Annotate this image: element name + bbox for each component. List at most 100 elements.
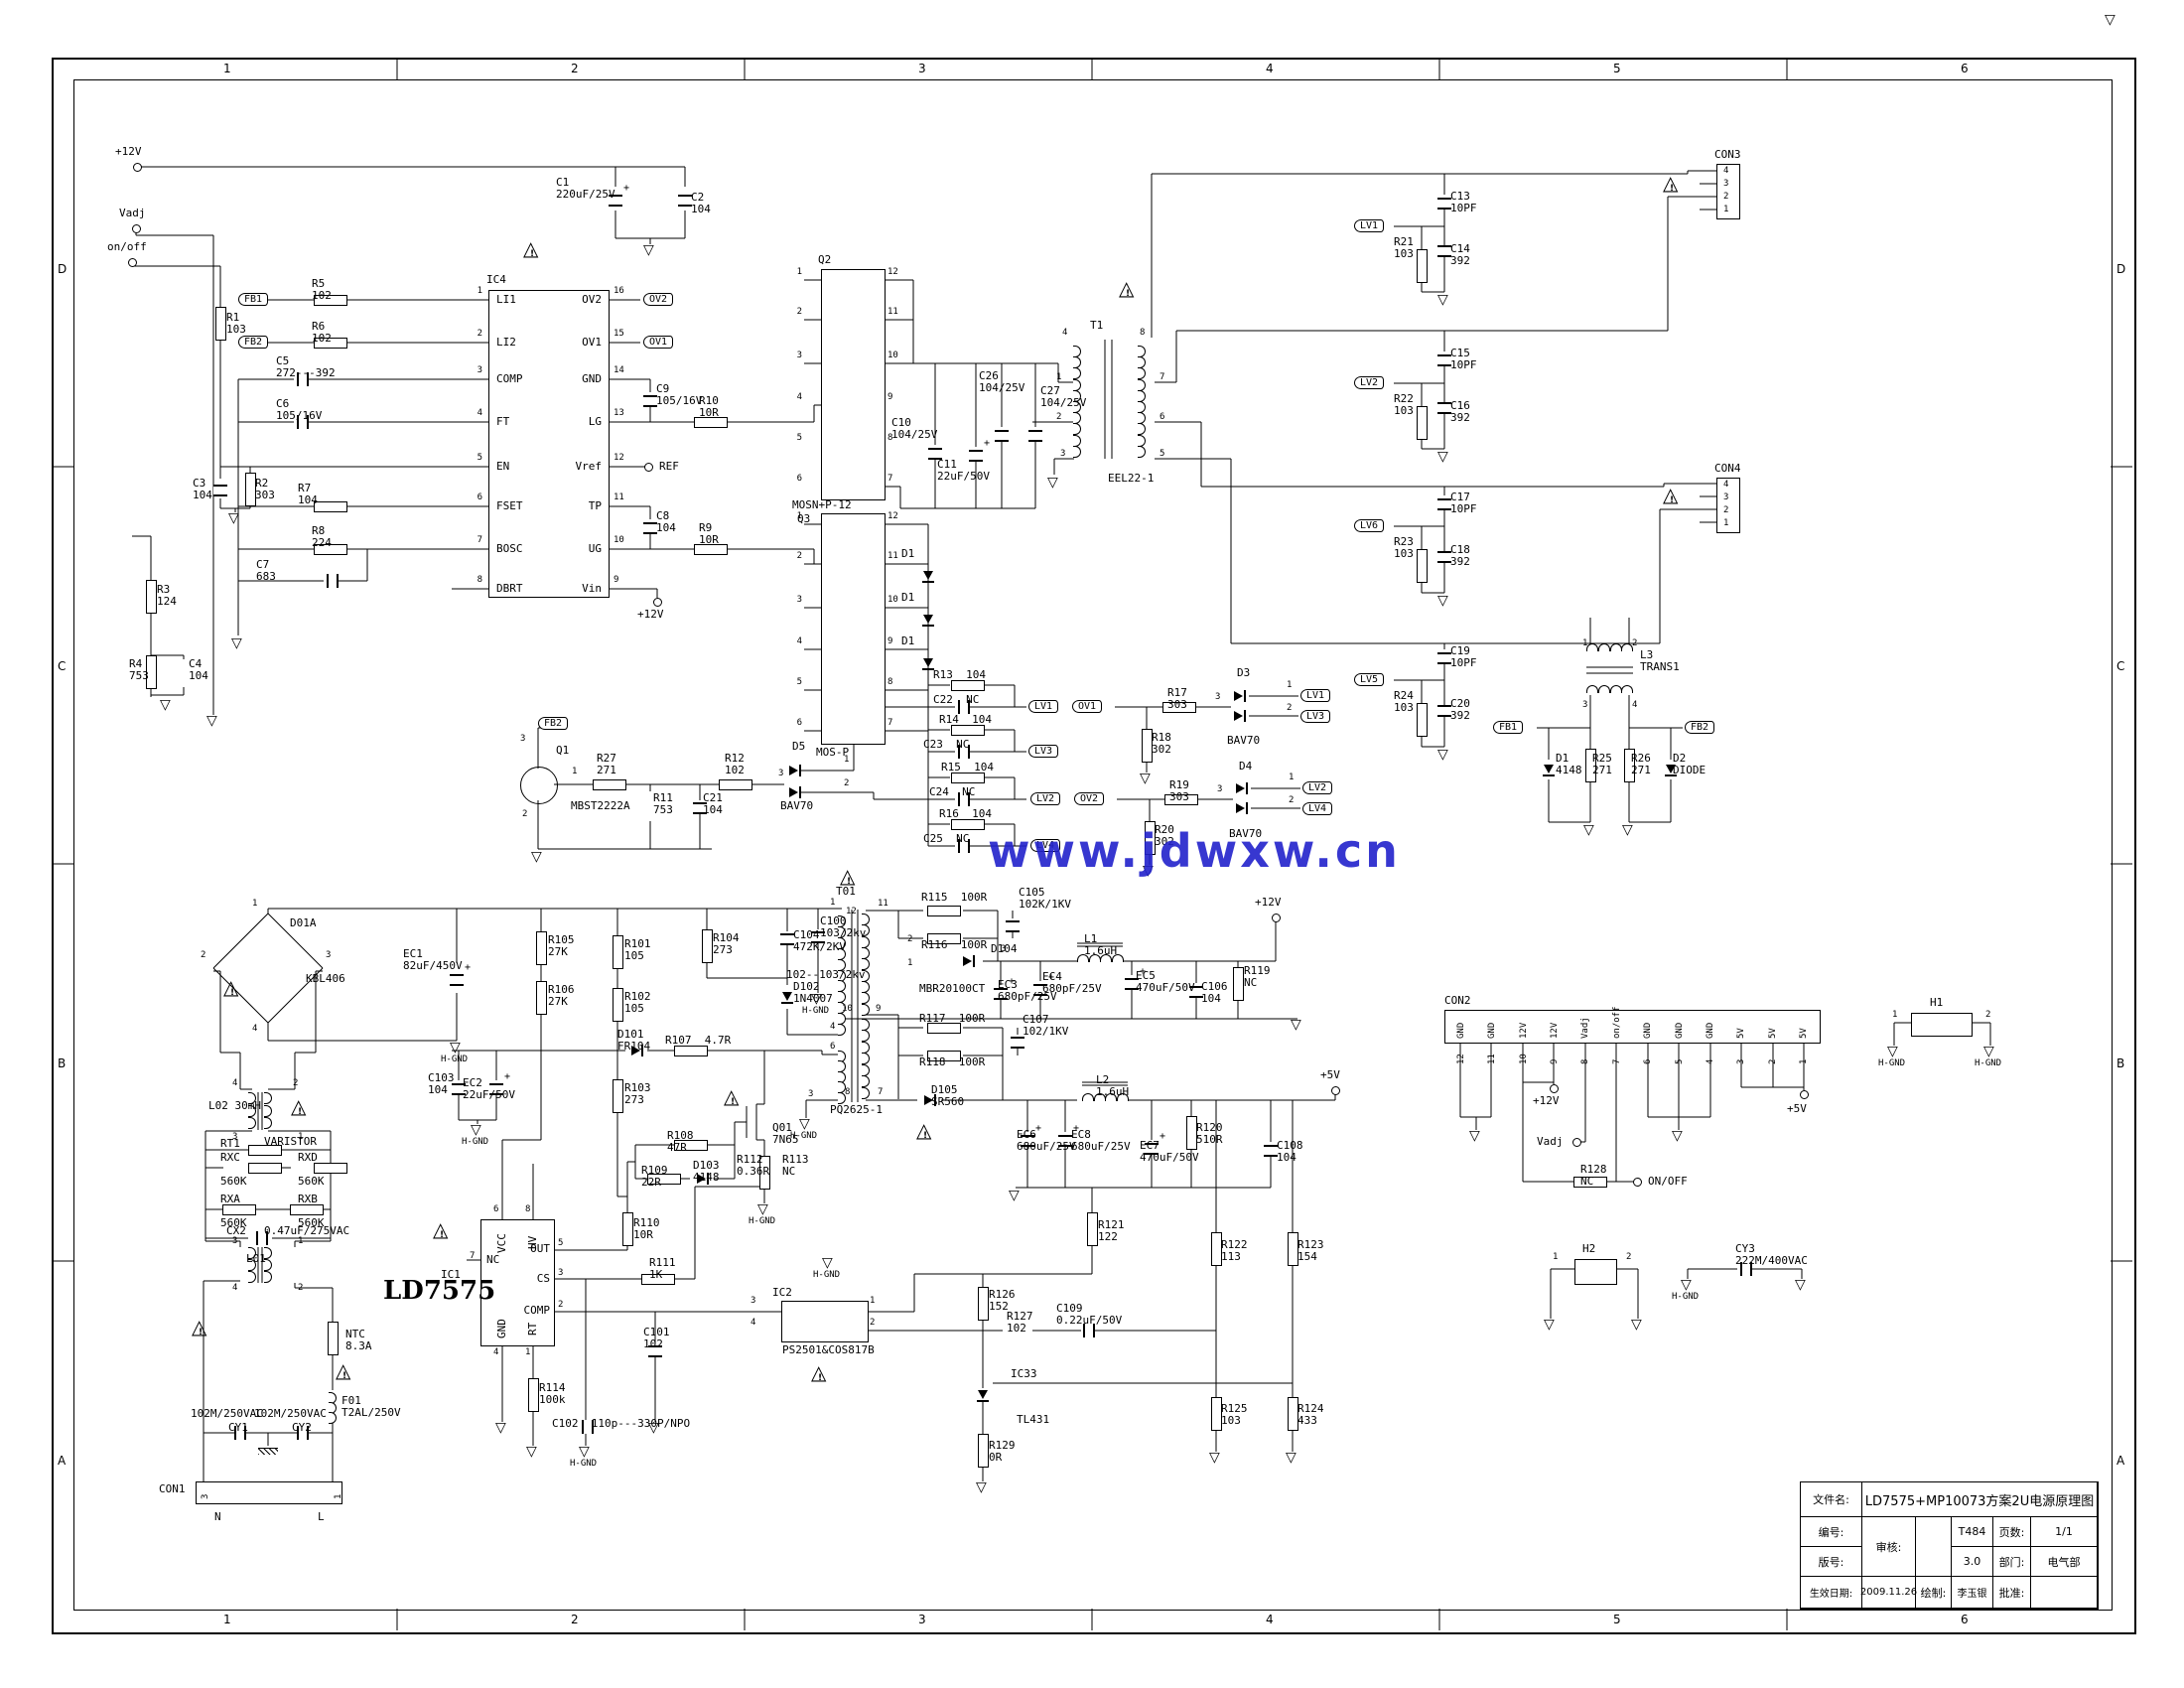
diode-bar (799, 786, 801, 798)
warning-triangle-icon: △! (223, 975, 239, 999)
diode-symbol (789, 787, 798, 797)
con2-pin-label: GND (1643, 1022, 1654, 1039)
pin-number: 1 (298, 1236, 304, 1246)
resistor-symbol (536, 981, 547, 1015)
capacitor-symbol (297, 372, 309, 386)
pin-number: 2 (1626, 1252, 1632, 1262)
ic4-pin-name: LI2 (496, 336, 516, 349)
capacitor-symbol (1437, 245, 1451, 257)
polarity-plus: + (504, 1071, 511, 1082)
pin-number: 2 (522, 809, 528, 819)
resistor-symbol (1417, 549, 1428, 583)
ic4-pin-number: 4 (477, 408, 482, 418)
net-flag-LV4: LV4 (1030, 839, 1061, 852)
text-label: H2 (1582, 1242, 1596, 1255)
inductor-coil (248, 1104, 256, 1117)
component-label-R115: R115 100R (921, 891, 988, 904)
resistor-symbol (927, 1023, 961, 1034)
title-approve-label: 批准: (1993, 1577, 2031, 1609)
ic1-pin-number: 3 (558, 1268, 564, 1278)
ic4-pin-name: DBRT (496, 582, 523, 595)
capacitor-symbol (1006, 920, 1020, 932)
title-dept-label: 部门: (1993, 1547, 2031, 1577)
diode-symbol (923, 658, 933, 667)
resistor-symbol (694, 544, 728, 555)
mos-block-pin: 4 (796, 392, 802, 402)
con4-ref: CON4 (1714, 462, 1741, 475)
capacitor-symbol (958, 792, 970, 806)
capacitor-symbol (928, 448, 942, 460)
frame-column-label: 5 (1613, 62, 1621, 75)
text-label: L3 (1640, 648, 1654, 661)
title-date: 2009.11.26 (1860, 1577, 1917, 1609)
diode-symbol (1666, 765, 1676, 774)
hot-ground-label: H-GND (1975, 1058, 2002, 1068)
ic4-pin-name: OV1 (582, 336, 602, 349)
frame-row-label: C (2116, 659, 2125, 673)
warning-triangle-icon: △! (291, 1094, 307, 1118)
text-label: 102M/250VAC (191, 1407, 263, 1420)
con2-pin-number: 1 (1799, 1058, 1810, 1064)
frame-row-label: A (58, 1454, 67, 1468)
capacitor-symbol (582, 1420, 594, 1434)
inductor-coil (1073, 445, 1081, 458)
con2-pin-label: GND (1487, 1022, 1498, 1039)
warning-triangle-icon: △! (433, 1217, 449, 1241)
capacitor-symbol (643, 522, 657, 534)
ic4-pin-number: 13 (614, 408, 624, 418)
frame-column-label: 4 (1266, 62, 1274, 75)
ground-icon: ▽ (1437, 292, 1448, 308)
resistor-symbol (146, 580, 157, 614)
pin-number: 3 (1060, 449, 1066, 459)
mos-block-pin: 2 (796, 307, 802, 317)
text-label: D1 (901, 634, 915, 647)
capacitor-symbol (1437, 652, 1451, 664)
hot-ground-label: H-GND (802, 1006, 830, 1016)
resistor-symbol (719, 779, 752, 790)
diode-symbol (782, 992, 792, 1001)
resistor-symbol (1162, 702, 1196, 713)
text-label: RXA (220, 1193, 240, 1205)
component-label-R16: R16 104 (939, 807, 992, 820)
ground-icon: ▽ (160, 697, 171, 713)
text-label: D1 (901, 547, 915, 560)
net-flag-OV1: OV1 (1072, 700, 1103, 713)
capacitor-symbol (1437, 705, 1451, 717)
text-label: D1 (901, 591, 915, 604)
pin-number: 3 (1001, 944, 1007, 954)
component-label-R107: R107 4.7R (665, 1034, 732, 1047)
frame-column-label: 5 (1613, 1613, 1621, 1626)
pin-number: 1 (830, 898, 836, 908)
component-label-C24: C24 NC (929, 785, 976, 798)
inductor-coil (1082, 1093, 1094, 1101)
resistor-symbol (674, 1046, 708, 1056)
pin-number: 1 (1287, 680, 1293, 690)
text-label: 102--103/2kv (786, 968, 866, 981)
hot-ground-icon: ▽ (1887, 1044, 1898, 1059)
pin-number: 8 (1140, 328, 1146, 338)
warning-triangle-icon: △! (523, 236, 539, 260)
hot-ground-label: H-GND (1672, 1292, 1700, 1302)
hot-ground-label: H-GND (441, 1055, 469, 1064)
ic1-pin-number: 5 (558, 1238, 564, 1248)
capacitor-symbol (958, 700, 970, 714)
outer-border (52, 58, 2136, 1634)
resistor-symbol (927, 1051, 961, 1061)
pin-number: 10 (842, 1004, 853, 1014)
